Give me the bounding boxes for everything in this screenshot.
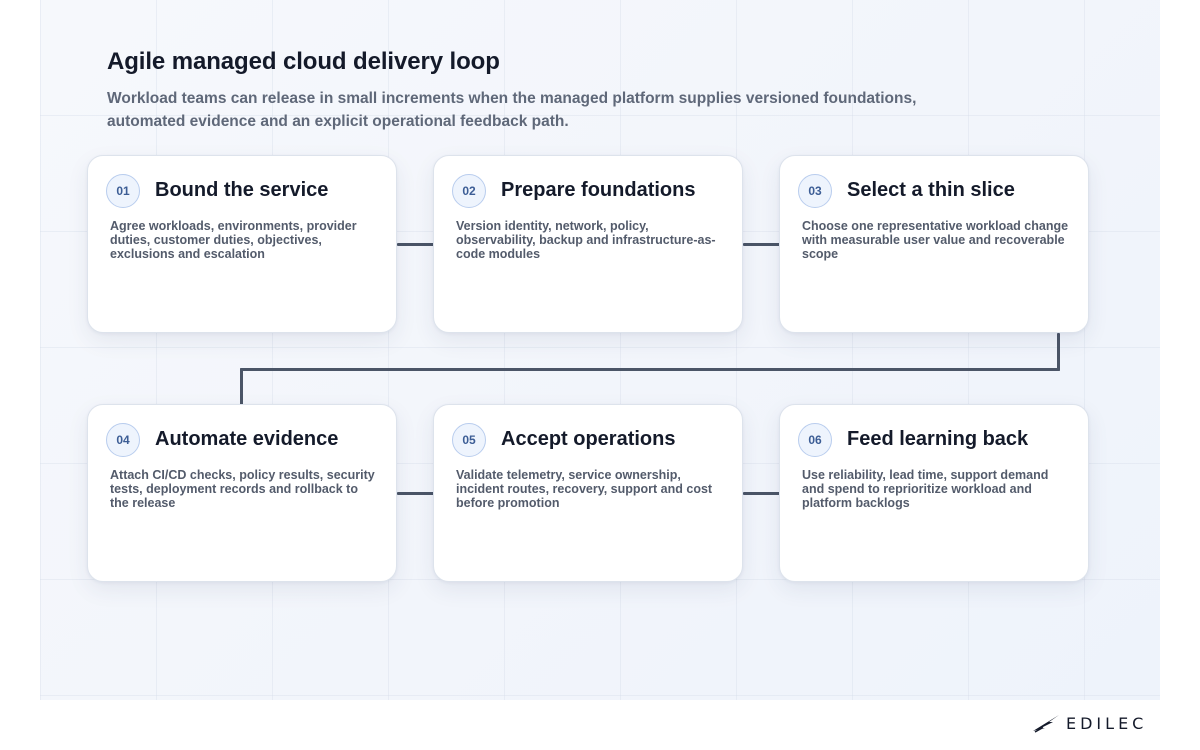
step-title: Select a thin slice xyxy=(847,179,1015,201)
step-number-badge: 05 xyxy=(452,423,486,457)
step-card-06: 06 Feed learning back Use reliability, l… xyxy=(779,404,1089,582)
step-card-03: 03 Select a thin slice Choose one repres… xyxy=(779,155,1089,333)
step-description: Agree workloads, environments, provider … xyxy=(110,219,357,261)
connector-01-02 xyxy=(397,243,434,246)
step-card-05: 05 Accept operations Validate telemetry,… xyxy=(433,404,743,582)
connector-05-06 xyxy=(743,492,780,495)
background-grid xyxy=(40,0,1160,700)
step-number-badge: 02 xyxy=(452,174,486,208)
step-title: Prepare foundations xyxy=(501,179,696,201)
diagram-subtitle: Workload teams can release in small incr… xyxy=(107,90,917,130)
connector-04-up xyxy=(240,368,243,406)
step-card-02: 02 Prepare foundations Version identity,… xyxy=(433,155,743,333)
step-card-01: 01 Bound the service Agree workloads, en… xyxy=(87,155,397,333)
brand-logo: EDILEC xyxy=(1032,710,1147,736)
step-description: Choose one representative workload chang… xyxy=(802,219,1069,261)
step-title: Accept operations xyxy=(501,428,676,450)
connector-return-horizontal xyxy=(240,368,1060,371)
step-description: Version identity, network, policy, obser… xyxy=(456,219,716,261)
connector-04-05 xyxy=(397,492,434,495)
diagram-title: Agile managed cloud delivery loop xyxy=(107,48,500,75)
step-number-badge: 01 xyxy=(106,174,140,208)
step-title: Feed learning back xyxy=(847,428,1029,450)
step-card-04: 04 Automate evidence Attach CI/CD checks… xyxy=(87,404,397,582)
step-title: Bound the service xyxy=(155,179,329,201)
step-number-badge: 03 xyxy=(798,174,832,208)
step-number-badge: 06 xyxy=(798,423,832,457)
step-title: Automate evidence xyxy=(155,428,339,450)
bird-icon xyxy=(1033,715,1059,733)
connector-03-down xyxy=(1057,333,1060,371)
step-number-badge: 04 xyxy=(106,423,140,457)
step-description: Validate telemetry, service ownership, i… xyxy=(456,468,713,510)
diagram-background xyxy=(40,0,1160,700)
connector-02-03 xyxy=(743,243,780,246)
step-description: Use reliability, lead time, support dema… xyxy=(802,468,1049,510)
step-description: Attach CI/CD checks, policy results, sec… xyxy=(110,468,375,510)
brand-wordmark: EDILEC xyxy=(1066,713,1148,733)
